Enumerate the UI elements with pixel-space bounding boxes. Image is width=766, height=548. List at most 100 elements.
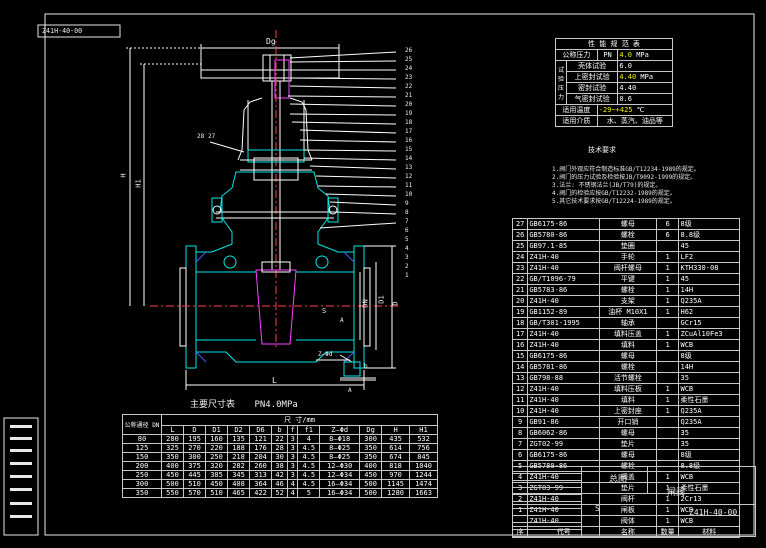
bom-cell: Z41H-40 — [527, 383, 601, 395]
dim-col-header: D2 — [227, 425, 251, 435]
dim-cell: 16—Φ34 — [319, 488, 361, 498]
bom-cell — [655, 416, 680, 428]
performance-title: 性 能 规 范 表 — [555, 38, 673, 50]
bom-cell: Z41H-40 — [527, 251, 601, 263]
bom-cell: 13 — [511, 372, 529, 384]
dim-h-label: H — [119, 173, 128, 178]
dim-cell: 52 — [271, 488, 289, 498]
bom-cell: 阀杆螺母 — [599, 262, 657, 274]
bom-cell: 开口销 — [599, 416, 657, 428]
dim-cell: 8—Φ25 — [319, 443, 361, 453]
dim-cell: 250 — [122, 470, 162, 480]
bom-cell: 垫圈 — [599, 240, 657, 252]
dim-cell: 970 — [381, 470, 411, 480]
tech-item: 3.法兰: 不锈钢法兰(JB/T79)的规定。 — [552, 182, 662, 189]
title-valve-name: 闸阀 — [667, 488, 686, 498]
dim-cell: 325 — [160, 443, 185, 453]
bom-cell: ZCuAl10Fe3 — [678, 328, 740, 340]
margin-strip-bars — [10, 425, 32, 518]
dim-cell: 12—Φ34 — [319, 470, 361, 480]
dim-cell: 400 — [160, 461, 185, 471]
perf-mpa: MPa — [640, 73, 654, 81]
tech-item: 4.阀门的检验应按GB/T12232-1989的规定。 — [552, 190, 676, 197]
part-number: 8 — [405, 209, 409, 216]
bom-cell: 35 — [678, 372, 740, 384]
dim-cell: 375 — [183, 461, 207, 471]
bom-cell: GB6175-86 — [527, 218, 601, 230]
bom-cell: 支架 — [599, 295, 657, 307]
bom-cell: Q235A — [678, 416, 740, 428]
bom-cell: 45 — [678, 240, 740, 252]
dim-d-label: D — [391, 301, 400, 306]
bom-cell: 8 — [511, 427, 529, 439]
dim-cell: 195 — [183, 434, 207, 444]
bom-cell: GB5780-86 — [527, 229, 601, 241]
bom-cell: 轴承 — [599, 317, 657, 329]
part-number: 6 — [405, 227, 409, 234]
dim-col-header: f — [287, 425, 299, 435]
part-number: 9 — [405, 200, 409, 207]
dim-cell: 3 — [287, 434, 299, 444]
dim-cell: 674 — [381, 452, 411, 462]
perf-sym: PN — [596, 49, 619, 61]
bom-cell: 6 — [655, 229, 680, 241]
dim-cell: 1280 — [381, 488, 411, 498]
dim-cell: 550 — [160, 488, 185, 498]
bom-cell: 螺母 — [599, 427, 657, 439]
bom-cell — [655, 438, 680, 450]
part-number: 24 — [405, 65, 413, 72]
bom-cell: 7 — [511, 438, 529, 450]
dim-col-header: f1 — [297, 425, 321, 435]
dim-dn-header: 公称通径 DN — [122, 414, 162, 435]
part-number: 1 — [405, 272, 409, 279]
dim-cell: 4 — [287, 479, 299, 489]
bom-cell: 14 — [511, 361, 529, 373]
bom-cell: GB/T301-1995 — [527, 317, 601, 329]
part-28-label: 28 — [197, 133, 205, 140]
bom-cell: GB/T1096-79 — [527, 273, 601, 285]
part-number: 23 — [405, 74, 413, 81]
dim-cell: 350 — [160, 452, 185, 462]
dim-cell: 5 — [297, 488, 321, 498]
dimension-table-title: 主要尺寸表 PN4.0MPa — [190, 401, 298, 410]
bom-cell: 8级 — [678, 449, 740, 461]
dimension-table: 公称通径 DN 尺 寸/mm L D D1 D2 D6 b f f1 Z—Φd … — [122, 414, 438, 498]
part-number: 2 — [405, 263, 409, 270]
part-number: 7 — [405, 218, 409, 225]
title-scale-label: S — [595, 504, 600, 513]
bom-cell: 16 — [511, 339, 529, 351]
bom-cell: 20 — [511, 295, 529, 307]
bom-cell: KTH330-08 — [678, 262, 740, 274]
dim-cell: 4.5 — [297, 452, 321, 462]
dim-cell: 270 — [183, 443, 207, 453]
bom-cell: GCr15 — [678, 317, 740, 329]
dim-cell: 435 — [381, 434, 411, 444]
dim-cell: 125 — [122, 443, 162, 453]
bom-cell: 18 — [511, 317, 529, 329]
dim-cell: 570 — [183, 488, 207, 498]
bom-cell: 14H — [678, 284, 740, 296]
dim-cell: 80 — [122, 434, 162, 444]
view-a-mark: A — [340, 317, 344, 324]
bom-cell: Z41H-40 — [527, 295, 601, 307]
bom-cell — [655, 350, 680, 362]
bom-cell: 17 — [511, 328, 529, 340]
bom-cell: Z41H-40 — [527, 405, 601, 417]
bom-cell: 螺栓 — [599, 229, 657, 241]
bom-cell: 9 — [511, 416, 529, 428]
bom-cell: 24 — [511, 251, 529, 263]
bom-cell: 15 — [511, 350, 529, 362]
perf-label: 密封试验 — [565, 82, 619, 94]
bom-cell: 1 — [655, 405, 680, 417]
bom-cell — [655, 427, 680, 439]
dim-cell: 4.5 — [297, 470, 321, 480]
dim-cell: 280 — [160, 434, 185, 444]
